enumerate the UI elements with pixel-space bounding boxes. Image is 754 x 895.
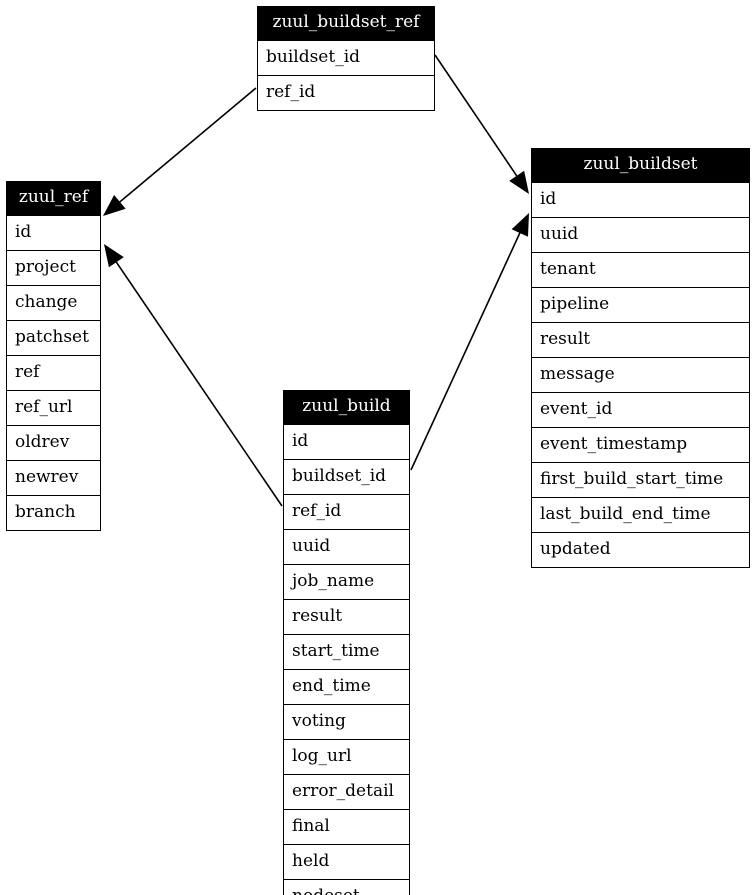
column-row[interactable]: newrev	[7, 460, 100, 495]
column-row[interactable]: id	[532, 182, 749, 217]
column-row[interactable]: buildset_id	[258, 40, 434, 75]
column-row[interactable]: event_timestamp	[532, 427, 749, 462]
column-row[interactable]: uuid	[284, 529, 409, 564]
arrowhead-icon	[103, 194, 126, 216]
column-row[interactable]: log_url	[284, 739, 409, 774]
column-row[interactable]: branch	[7, 495, 100, 530]
column-row[interactable]: start_time	[284, 634, 409, 669]
column-row[interactable]: first_build_start_time	[532, 462, 749, 497]
edge-line	[434, 54, 520, 179]
column-row[interactable]: job_name	[284, 564, 409, 599]
column-row[interactable]: updated	[532, 532, 749, 567]
arrowhead-icon	[509, 170, 529, 194]
column-row[interactable]: id	[7, 215, 100, 250]
arrowhead-icon	[511, 213, 529, 237]
arrowhead-icon	[104, 244, 124, 268]
column-row[interactable]: patchset	[7, 320, 100, 355]
column-row[interactable]: nodeset	[284, 879, 409, 895]
edge-zuul-build-to-zuul-ref	[104, 244, 283, 507]
column-row[interactable]: uuid	[532, 217, 749, 252]
column-row[interactable]: error_detail	[284, 774, 409, 809]
edge-line	[114, 259, 283, 507]
column-row[interactable]: id	[284, 424, 409, 459]
column-row[interactable]: voting	[284, 704, 409, 739]
column-row[interactable]: result	[532, 322, 749, 357]
column-row[interactable]: buildset_id	[284, 459, 409, 494]
table-title-zuul-buildset: zuul_buildset	[532, 149, 749, 182]
column-row[interactable]: last_build_end_time	[532, 497, 749, 532]
column-row[interactable]: pipeline	[532, 287, 749, 322]
column-row[interactable]: end_time	[284, 669, 409, 704]
edge-line	[410, 229, 522, 471]
table-title-zuul-buildset-ref: zuul_buildset_ref	[258, 7, 434, 40]
column-row[interactable]: project	[7, 250, 100, 285]
column-row[interactable]: held	[284, 844, 409, 879]
edge-zuul-build-to-zuul-buildset	[410, 213, 529, 471]
column-row[interactable]: ref_id	[284, 494, 409, 529]
table-title-zuul-ref: zuul_ref	[7, 182, 100, 215]
table-title-zuul-build: zuul_build	[284, 391, 409, 424]
edge-zuul-buildset-ref-to-zuul-buildset	[434, 54, 529, 194]
column-row[interactable]: ref_id	[258, 75, 434, 110]
column-row[interactable]: message	[532, 357, 749, 392]
column-row[interactable]: tenant	[532, 252, 749, 287]
column-row[interactable]: change	[7, 285, 100, 320]
edge-line	[117, 87, 257, 205]
column-row[interactable]: oldrev	[7, 425, 100, 460]
column-row[interactable]: ref	[7, 355, 100, 390]
column-row[interactable]: result	[284, 599, 409, 634]
column-row[interactable]: final	[284, 809, 409, 844]
edge-zuul-buildset-ref-to-zuul-ref	[103, 87, 257, 216]
column-row[interactable]: ref_url	[7, 390, 100, 425]
column-row[interactable]: event_id	[532, 392, 749, 427]
